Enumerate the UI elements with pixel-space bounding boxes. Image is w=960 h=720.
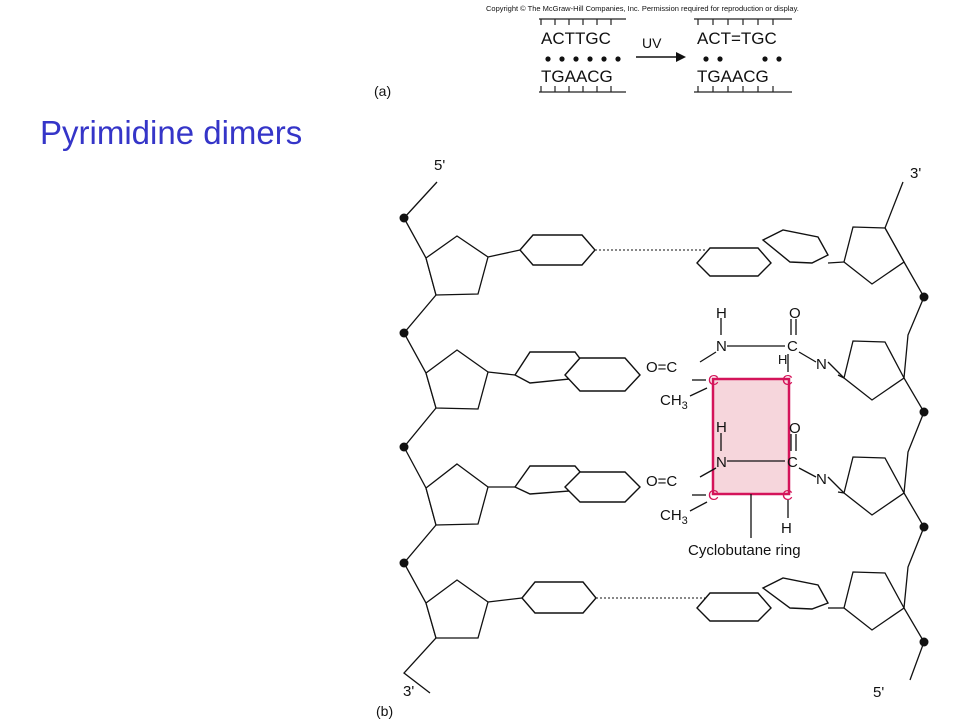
- ring-carbon-2: C: [782, 372, 793, 389]
- methyl-1: CH3: [660, 392, 688, 412]
- atom-h-2: H: [778, 352, 787, 367]
- methyl-2: CH3: [660, 507, 688, 527]
- atom-o-2: O: [789, 420, 801, 437]
- panel-a-pair-dots-before: [545, 56, 621, 62]
- carbonyl-1: O=C: [646, 359, 677, 376]
- base-purine-2-ring6: [564, 357, 641, 392]
- atom-h-1: H: [716, 305, 727, 322]
- base-purine-4-ring5: [761, 577, 830, 610]
- dimer-bonds: [689, 318, 845, 538]
- left-strand-top-end: 5': [434, 157, 445, 174]
- dimer-atom-labels: H O N C H N O=C CH3 H O N C N O=C CH3 H: [646, 305, 827, 537]
- ring-carbon-1: C: [708, 372, 719, 389]
- panel-a: ACTTGC TGAACG UV ACT=TGC TGAACG (a): [374, 18, 792, 99]
- atom-o-1: O: [789, 305, 801, 322]
- seq-after-top: ACT=TGC: [697, 29, 777, 48]
- uv-label: UV: [642, 35, 662, 51]
- cyclobutane-ring-label: Cyclobutane ring: [688, 542, 801, 559]
- left-sugar-3: [425, 463, 489, 526]
- base-purine-3-ring6: [564, 471, 641, 503]
- uv-arrow: [636, 52, 686, 62]
- cyclobutane-ring-box: [711, 377, 791, 496]
- panel-b: 5' 3' 3' 5' (b): [376, 157, 929, 719]
- left-sugar-1: [425, 235, 489, 296]
- right-phosphates: [919, 292, 929, 647]
- panel-a-label: (a): [374, 83, 391, 99]
- atom-h-3: H: [716, 419, 727, 436]
- atom-c-2: C: [787, 454, 798, 471]
- base-pyrimidine-4: [521, 581, 597, 614]
- ring-carbon-4: C: [782, 487, 793, 504]
- left-sugar-4: [425, 579, 489, 639]
- slide-title: Pyrimidine dimers: [40, 114, 303, 151]
- right-sugar-2: [843, 340, 905, 401]
- right-sugar-1: [843, 226, 905, 285]
- right-strand-top-end: 3': [910, 165, 921, 182]
- seq-before-top: ACTTGC: [541, 29, 611, 48]
- seq-after-bottom: TGAACG: [697, 67, 769, 86]
- panel-a-backbones: [539, 18, 792, 93]
- left-phosphates: [399, 213, 409, 568]
- panel-a-pair-dots-after: [703, 56, 782, 62]
- left-strand-bottom-end: 3': [403, 683, 414, 700]
- atom-n-3: N: [716, 454, 727, 471]
- ring-carbon-3: C: [708, 487, 719, 504]
- right-sugar-3: [843, 456, 905, 516]
- cyclobutane-carbons: C C C C: [708, 372, 793, 504]
- atom-h-4: H: [781, 520, 792, 537]
- base-purine-4-ring6: [696, 592, 772, 622]
- left-sugar-2: [425, 349, 489, 410]
- left-sugars: [425, 235, 489, 639]
- copyright-notice: Copyright © The McGraw-Hill Companies, I…: [486, 4, 799, 13]
- carbonyl-2: O=C: [646, 473, 677, 490]
- atom-c-1: C: [787, 338, 798, 355]
- atom-n-2: N: [816, 356, 827, 373]
- base-pyrimidine-1: [519, 234, 596, 266]
- right-sugars: [843, 226, 905, 631]
- right-sugar-4: [843, 571, 905, 631]
- right-strand-bottom-end: 5': [873, 684, 884, 701]
- panel-b-label: (b): [376, 703, 393, 719]
- atom-n-1: N: [716, 338, 727, 355]
- atom-n-4: N: [816, 471, 827, 488]
- base-purine-1-ring5: [761, 229, 829, 264]
- bases: [513, 229, 830, 622]
- base-purine-1-ring6: [696, 247, 772, 277]
- seq-before-bottom: TGAACG: [541, 67, 613, 86]
